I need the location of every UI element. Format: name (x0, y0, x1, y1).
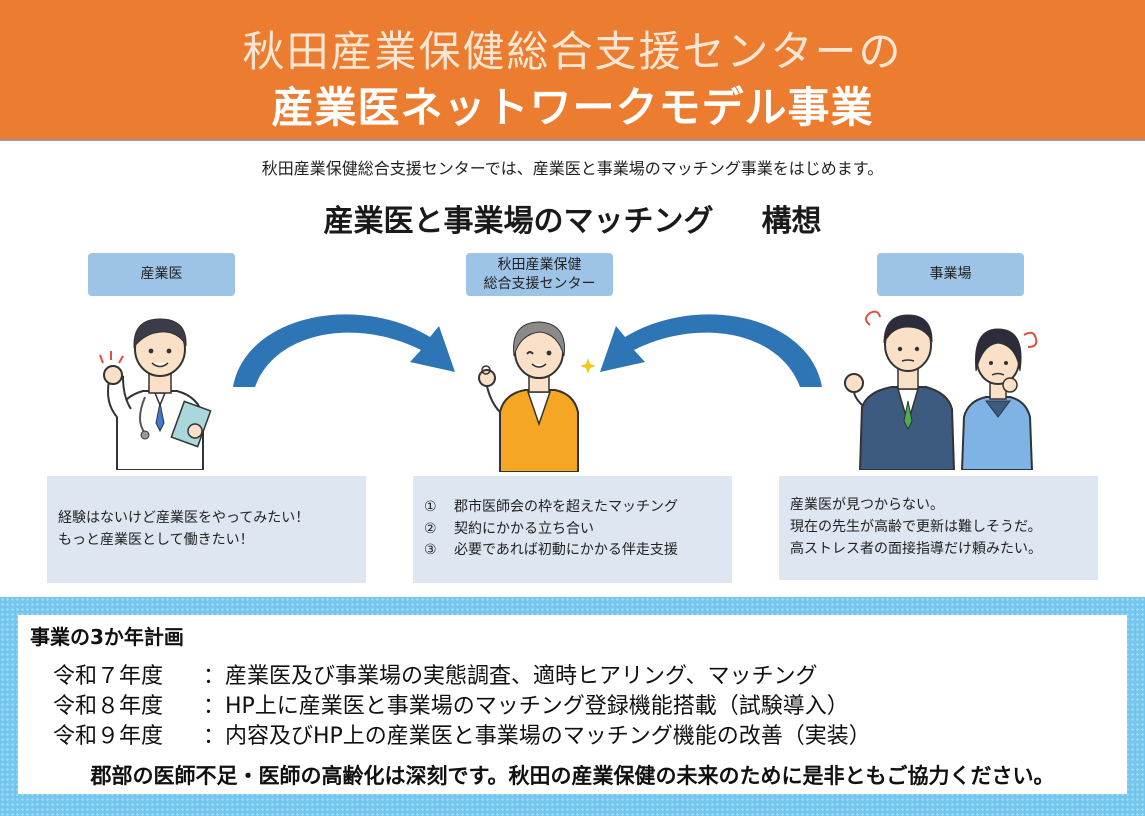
workplace-staff-illustration-icon (844, 310, 1038, 470)
plan-text: ：HP上に産業医と事業場のマッチング登録機能搭載（試験導入） (203, 694, 849, 719)
plan-panel (18, 615, 1127, 794)
label-doctor-text: 産業医 (140, 266, 183, 283)
doctor-line: もっと産業医として働きたい！ (58, 531, 254, 548)
label-center-line2: 総合支援センター (483, 275, 596, 292)
label-doctor: 産業医 (88, 253, 235, 296)
label-workplace-text: 事業場 (929, 266, 972, 283)
concept-suffix: 構想 (761, 204, 822, 239)
header-banner: 秋田産業保健総合支援センターの 産業医ネットワークモデル事業 (0, 0, 1145, 141)
workplace-line: 現在の先生が高齢で更新は難しそうだ。 (790, 519, 1042, 536)
concept-heading: 産業医と事業場のマッチング 構想 (0, 196, 1145, 240)
header-subtitle: 秋田産業保健総合支援センターの (242, 27, 903, 76)
plan-footer: 郡部の医師不足・医師の高齢化は深刻です。秋田の産業保健の未来のために是非ともご協… (90, 764, 1055, 788)
label-workplace: 事業場 (877, 253, 1024, 296)
label-center-line1: 秋田産業保健 (497, 257, 582, 274)
workplace-description: 産業医が見つからない。 現在の先生が高齢で更新は難しそうだ。 高ストレス者の面接… (779, 476, 1098, 580)
workplace-line: 高ストレス者の面接指導だけ頼みたい。 (790, 540, 1042, 557)
workplace-line: 産業医が見つからない。 (790, 497, 944, 514)
doctor-line: 経験はないけど産業医をやってみたい！ (58, 509, 310, 526)
plan-text: ：内容及びHP上の産業医と事業場のマッチング機能の改善（実装） (203, 724, 871, 749)
doctor-description: 経験はないけど産業医をやってみたい！ もっと産業医として働きたい！ (47, 476, 366, 583)
plan-row: 令和９年度 ：内容及びHP上の産業医と事業場のマッチング機能の改善（実装） (53, 718, 871, 750)
header-title: 産業医ネットワークモデル事業 (271, 83, 874, 132)
curved-arrow-icon (600, 314, 822, 387)
curved-arrow-icon (233, 314, 455, 387)
plan-row: 令和８年度 ：HP上に産業医と事業場のマッチング登録機能搭載（試験導入） (53, 688, 849, 720)
plan-text: ：産業医及び事業場の実態調査、適時ヒアリング、マッチング (203, 664, 818, 689)
intro-text: 秋田産業保健総合支援センターでは、産業医と事業場のマッチング事業をはじめます。 (261, 159, 884, 178)
doctor-illustration-icon (99, 318, 212, 470)
plan-row: 令和７年度 ：産業医及び事業場の実態調査、適時ヒアリング、マッチング (53, 658, 817, 690)
plan-title: 事業の3か年計画 (30, 625, 184, 649)
plan-year: 令和９年度 (53, 724, 164, 749)
plan-year: 令和７年度 (53, 664, 164, 689)
label-center: 秋田産業保健 総合支援センター (466, 253, 613, 296)
concept-title: 産業医と事業場のマッチング (323, 204, 714, 239)
center-staff-illustration-icon (478, 321, 596, 472)
plan-year: 令和８年度 (53, 694, 164, 719)
